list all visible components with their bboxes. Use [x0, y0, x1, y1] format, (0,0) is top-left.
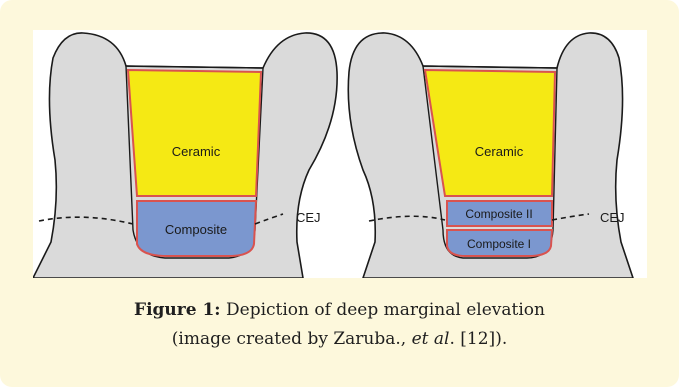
right-composite-ii-label: Composite II: [465, 207, 532, 221]
left-composite-label: Composite: [165, 222, 227, 237]
caption-title: Depiction of deep marginal elevation: [221, 300, 545, 320]
figure-illustration: Ceramic Composite CEJ Ceramic Composite …: [33, 30, 647, 278]
caption-line-2: (image created by Zaruba., et al. [12]).: [0, 325, 679, 354]
left-cej-label: CEJ: [296, 210, 321, 225]
figure-caption: Figure 1: Depiction of deep marginal ele…: [0, 296, 679, 354]
right-ceramic-region: [425, 70, 555, 196]
right-cej-label: CEJ: [600, 210, 625, 225]
caption-line-1: Figure 1: Depiction of deep marginal ele…: [0, 296, 679, 325]
caption-credit-italic: et al: [412, 329, 450, 349]
right-ceramic-label: Ceramic: [475, 144, 524, 159]
left-ceramic-region: [128, 70, 261, 196]
caption-credit-end: . [12]).: [449, 329, 507, 349]
caption-figure-number: Figure 1:: [134, 300, 221, 320]
right-composite-i-label: Composite I: [467, 237, 531, 251]
right-tooth-diagram: Ceramic Composite II Composite I CEJ: [348, 33, 633, 278]
left-ceramic-label: Ceramic: [172, 144, 221, 159]
caption-credit-start: (image created by Zaruba.,: [172, 329, 412, 349]
left-tooth-diagram: Ceramic Composite CEJ: [33, 33, 337, 278]
